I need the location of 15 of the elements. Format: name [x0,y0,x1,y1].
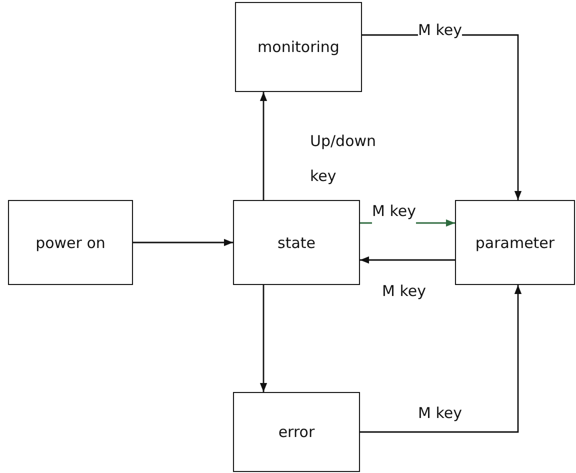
process-box [235,2,362,92]
arrow [133,238,233,246]
box-label: state [278,234,316,252]
box-label: error [278,423,315,441]
arrow [360,285,522,433]
process-box [8,200,133,285]
process-box [455,200,575,285]
process-box [233,200,360,285]
box-label: power on [36,234,106,252]
box-label: monitoring [258,38,340,56]
arrow [260,92,268,200]
arrow [360,256,455,264]
box-label: parameter [475,234,555,252]
arrow [260,285,268,392]
process-box [233,392,360,472]
